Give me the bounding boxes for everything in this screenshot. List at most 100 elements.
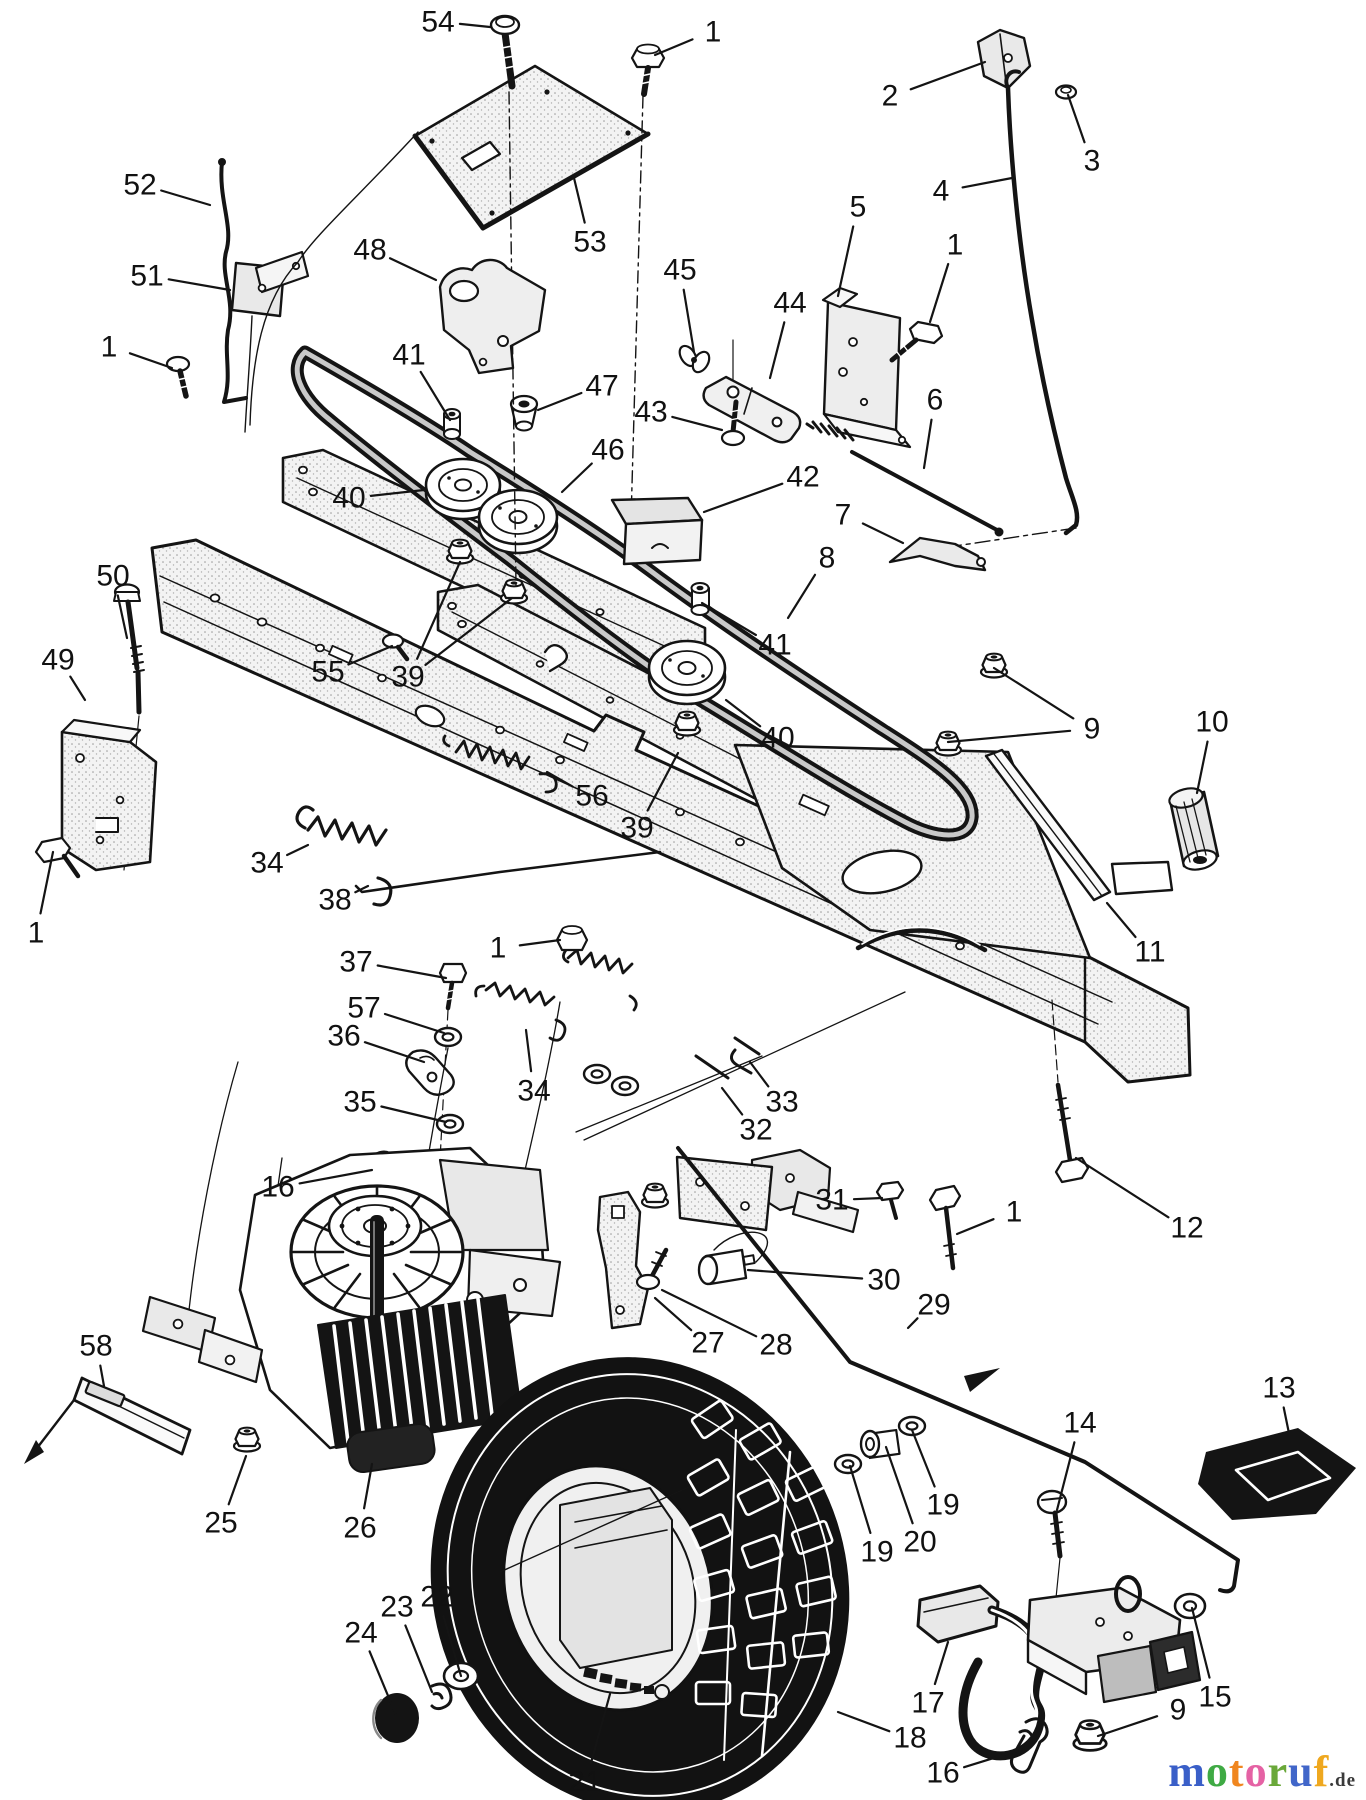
leader-line	[560, 462, 593, 494]
part-callout-6: 6	[922, 384, 943, 470]
part-number-label: 44	[773, 287, 806, 320]
leader-line	[116, 594, 129, 640]
leader-line	[748, 1060, 770, 1088]
cooling-fins	[317, 1294, 523, 1449]
part-callout-34: 34	[250, 843, 310, 880]
leader-line	[724, 698, 762, 728]
part-number-label: 19	[860, 1536, 893, 1569]
part-number-label: 5	[850, 191, 867, 224]
logo-letter: t	[1228, 1747, 1245, 1796]
leader-line	[852, 1196, 884, 1201]
leader-line	[347, 644, 394, 666]
part-callout-47: 47	[536, 370, 619, 412]
leader-line	[572, 176, 586, 224]
part-callout-1: 1	[28, 850, 55, 950]
part-number-label: 57	[347, 992, 380, 1025]
motoruf-logo[interactable]: motoruf.de	[1168, 1750, 1356, 1794]
part-callout-8: 8	[786, 542, 836, 620]
part-number-label: 50	[96, 560, 129, 593]
logo-letter: m	[1168, 1747, 1206, 1796]
logo-letter: o	[1244, 1747, 1268, 1796]
pedal-carrier-bracket	[1026, 1575, 1202, 1704]
part-number-label: 11	[1134, 936, 1165, 969]
leader-line	[167, 278, 232, 292]
grip-handle	[1168, 787, 1220, 871]
part-number-label: 53	[573, 226, 606, 259]
part-number-label: 34	[517, 1075, 550, 1108]
part-number-label: 8	[819, 542, 836, 575]
part-callout-45: 45	[663, 254, 697, 354]
logo-letter: r	[1267, 1747, 1289, 1796]
flange-nut	[232, 1426, 262, 1453]
part-callout-46: 46	[560, 434, 625, 494]
part-number-label: 16	[261, 1171, 294, 1204]
part-callout-21: 21	[568, 1692, 612, 1799]
seat-plate	[412, 64, 651, 231]
part-number-label: 3	[1084, 145, 1101, 178]
leader-line	[1096, 1715, 1159, 1738]
leader-line	[128, 352, 174, 370]
leader-line	[992, 666, 1075, 720]
leader-line	[653, 38, 694, 57]
washer	[582, 1063, 612, 1085]
e-clip	[430, 1682, 453, 1711]
part-callout-20: 20	[884, 1445, 937, 1559]
leader-line	[946, 729, 1072, 744]
leader-line	[458, 22, 492, 29]
leader-line	[1066, 93, 1086, 144]
leader-line	[286, 843, 310, 857]
leader-line	[682, 288, 696, 354]
hex-bolt	[630, 43, 666, 97]
part-callout-33: 33	[748, 1060, 799, 1119]
part-callout-10: 10	[1195, 706, 1229, 795]
part-callout-34: 34	[517, 1028, 551, 1108]
part-callout-9: 9	[946, 666, 1100, 746]
part-number-label: 36	[327, 1020, 360, 1053]
part-number-label: 1	[28, 917, 45, 950]
part-callout-4: 4	[933, 175, 1014, 208]
part-callout-25: 25	[204, 1454, 248, 1540]
part-number-label: 27	[691, 1327, 724, 1360]
leader-line	[720, 1086, 744, 1116]
leader-line	[746, 1268, 864, 1280]
part-number-label: 35	[343, 1086, 376, 1119]
washer	[435, 1113, 465, 1135]
leader-line	[1074, 1156, 1170, 1219]
part-callout-1: 1	[101, 331, 174, 370]
leader-line	[910, 1428, 936, 1488]
leader-line	[404, 1624, 434, 1694]
lift-rod-hook	[1004, 69, 1021, 90]
pin	[694, 1054, 730, 1080]
leader-line	[354, 884, 370, 894]
logo-letter: u	[1288, 1747, 1314, 1796]
leader-line	[227, 1454, 248, 1506]
part-number-label: 39	[620, 812, 653, 845]
part-callout-32: 32	[720, 1086, 773, 1147]
part-number-label: 18	[893, 1722, 926, 1755]
part-callout-42: 42	[702, 461, 820, 514]
part-callout-3: 3	[1066, 93, 1101, 178]
part-callout-53: 53	[572, 176, 607, 259]
leader-line	[653, 1296, 693, 1332]
part-callout-51: 51	[130, 260, 232, 293]
idler-pulley	[647, 639, 727, 706]
part-number-label: 1	[705, 16, 722, 49]
part-callout-44: 44	[768, 287, 807, 380]
flange-nut	[672, 710, 702, 737]
leader-line	[518, 938, 562, 947]
part-callout-49: 49	[41, 644, 87, 702]
hairpin-clip	[1009, 1717, 1049, 1774]
part-number-label: 34	[250, 847, 283, 880]
part-callout-39: 39	[391, 560, 514, 694]
part-callout-56: 56	[545, 770, 609, 813]
belt-guard-bracket	[610, 496, 704, 566]
j-pin	[730, 1036, 761, 1075]
part-callout-30: 30	[746, 1264, 901, 1297]
leader-line	[99, 1364, 106, 1388]
leader-line	[524, 1028, 533, 1073]
part-number-label: 40	[761, 722, 794, 755]
leader-line	[1190, 1606, 1211, 1679]
part-callout-43: 43	[634, 396, 724, 432]
leader-line	[442, 1614, 463, 1678]
